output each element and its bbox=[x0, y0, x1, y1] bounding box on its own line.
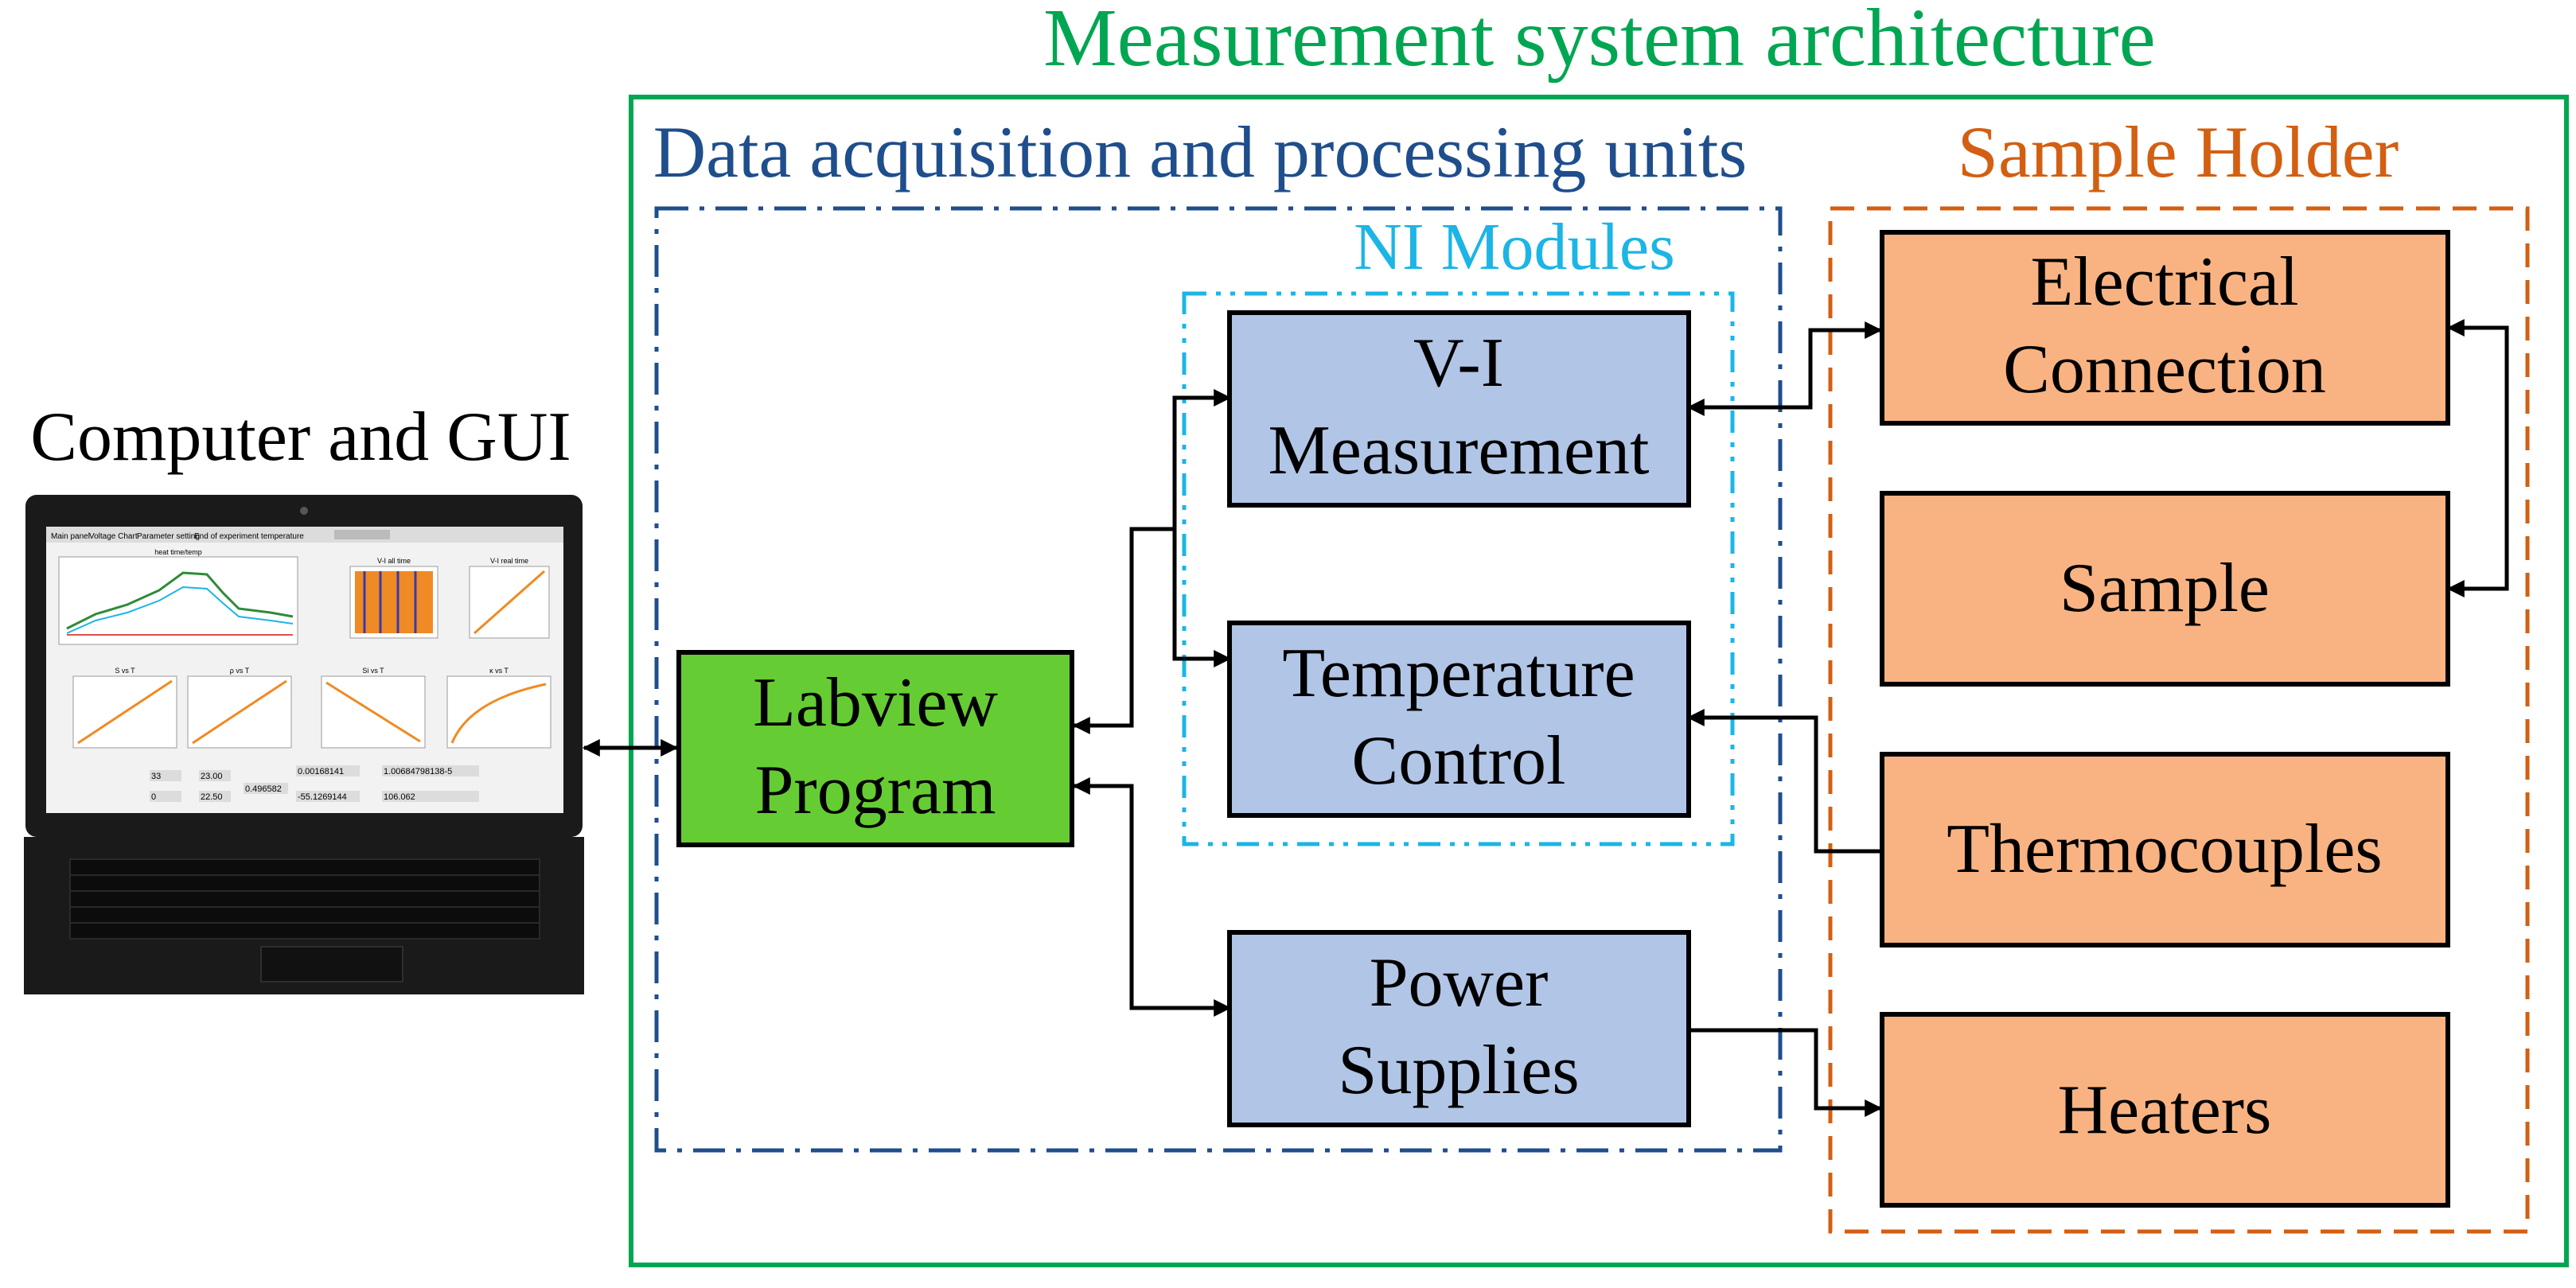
labview-box bbox=[676, 650, 1074, 847]
svg-text:106.062: 106.062 bbox=[384, 792, 415, 802]
electrical-connection-box bbox=[1880, 230, 2450, 426]
sample-holder-border bbox=[1828, 206, 2530, 1234]
heaters-box-label: Heaters bbox=[2058, 1072, 2272, 1149]
connectors bbox=[582, 319, 2509, 1117]
power-box-line2: Supplies bbox=[1338, 1032, 1579, 1109]
svg-text:V-I all time: V-I all time bbox=[377, 557, 411, 565]
svg-text:κ vs T: κ vs T bbox=[489, 667, 509, 675]
labview-power-arrow bbox=[1072, 777, 1232, 1017]
svg-text:1.00684798138-5: 1.00684798138-5 bbox=[384, 767, 452, 776]
laptop-illustration: Main panel Voltage Chart Parameter setti… bbox=[24, 495, 584, 994]
vi-measurement-box bbox=[1227, 310, 1691, 508]
labview-box-line2: Program bbox=[754, 752, 996, 829]
sample-box bbox=[1880, 491, 2450, 687]
gui-tab[interactable]: Main panel bbox=[51, 532, 90, 541]
gui-tab[interactable]: Voltage Chart bbox=[89, 532, 138, 541]
gui-readouts: 33 23.00 0.00168141 1.00684798138-5 0 22… bbox=[150, 765, 479, 802]
svg-text:0.496582: 0.496582 bbox=[245, 784, 282, 794]
svg-text:0: 0 bbox=[151, 792, 156, 802]
thermo-temp-arrow bbox=[1686, 709, 1882, 854]
gui-tab[interactable]: Parameter setting bbox=[137, 532, 200, 541]
vi-box-line1: V-I bbox=[1413, 325, 1504, 402]
power-box-line1: Power bbox=[1370, 944, 1549, 1021]
electrical-box-line2: Connection bbox=[2003, 331, 2326, 408]
temp-box-line2: Control bbox=[1352, 722, 1566, 800]
computer-label: Computer and GUI bbox=[30, 399, 571, 476]
svg-text:S vs T: S vs T bbox=[115, 667, 135, 675]
svg-text:ρ vs T: ρ vs T bbox=[230, 667, 250, 675]
svg-text:0.00168141: 0.00168141 bbox=[298, 767, 344, 776]
vi-electrical-arrow bbox=[1686, 321, 1883, 416]
electrical-sample-arrow bbox=[2446, 319, 2509, 597]
keyboard bbox=[69, 858, 540, 940]
svg-text:Si vs T: Si vs T bbox=[362, 667, 384, 675]
thermocouples-box bbox=[1880, 752, 2450, 948]
svg-text:33: 33 bbox=[151, 772, 161, 781]
daq-group-label: Data acquisition and processing units bbox=[653, 111, 1748, 193]
thermocouples-box-label: Thermocouples bbox=[1947, 811, 2382, 888]
sample-holder-label: Sample Holder bbox=[1958, 111, 2399, 193]
labview-temp-arrow bbox=[1172, 529, 1232, 667]
gui-tab[interactable]: End of experiment temperature bbox=[194, 532, 304, 541]
labview-vi-arrow bbox=[1072, 389, 1232, 734]
sample-box-label: Sample bbox=[2060, 550, 2270, 627]
power-heaters-arrow bbox=[1689, 1028, 1883, 1117]
electrical-box-line1: Electrical bbox=[2030, 243, 2298, 321]
temp-box-line1: Temperature bbox=[1282, 635, 1635, 712]
svg-text:-55.1269144: -55.1269144 bbox=[298, 792, 347, 802]
gui-bottom-plots: S vs T ρ vs T Si vs T κ vs T bbox=[72, 667, 551, 749]
daq-group-border bbox=[654, 206, 1783, 1153]
temperature-control-box bbox=[1227, 621, 1691, 818]
svg-text:V-I real time: V-I real time bbox=[490, 557, 528, 565]
gui-plot-temperature bbox=[58, 556, 298, 645]
vi-box-line2: Measurement bbox=[1269, 412, 1650, 489]
diagram-title: Measurement system architecture bbox=[1043, 0, 2156, 84]
touchpad bbox=[260, 946, 403, 983]
svg-text:23.00: 23.00 bbox=[201, 772, 223, 781]
labview-box-line1: Labview bbox=[753, 664, 998, 741]
system-border bbox=[629, 95, 2569, 1267]
svg-text:heat time/temp: heat time/temp bbox=[154, 548, 202, 556]
ni-group-label: NI Modules bbox=[1354, 210, 1675, 284]
power-supplies-box bbox=[1227, 930, 1691, 1127]
svg-text:22.50: 22.50 bbox=[201, 792, 223, 802]
webcam bbox=[300, 507, 308, 515]
heaters-box bbox=[1880, 1012, 2450, 1208]
